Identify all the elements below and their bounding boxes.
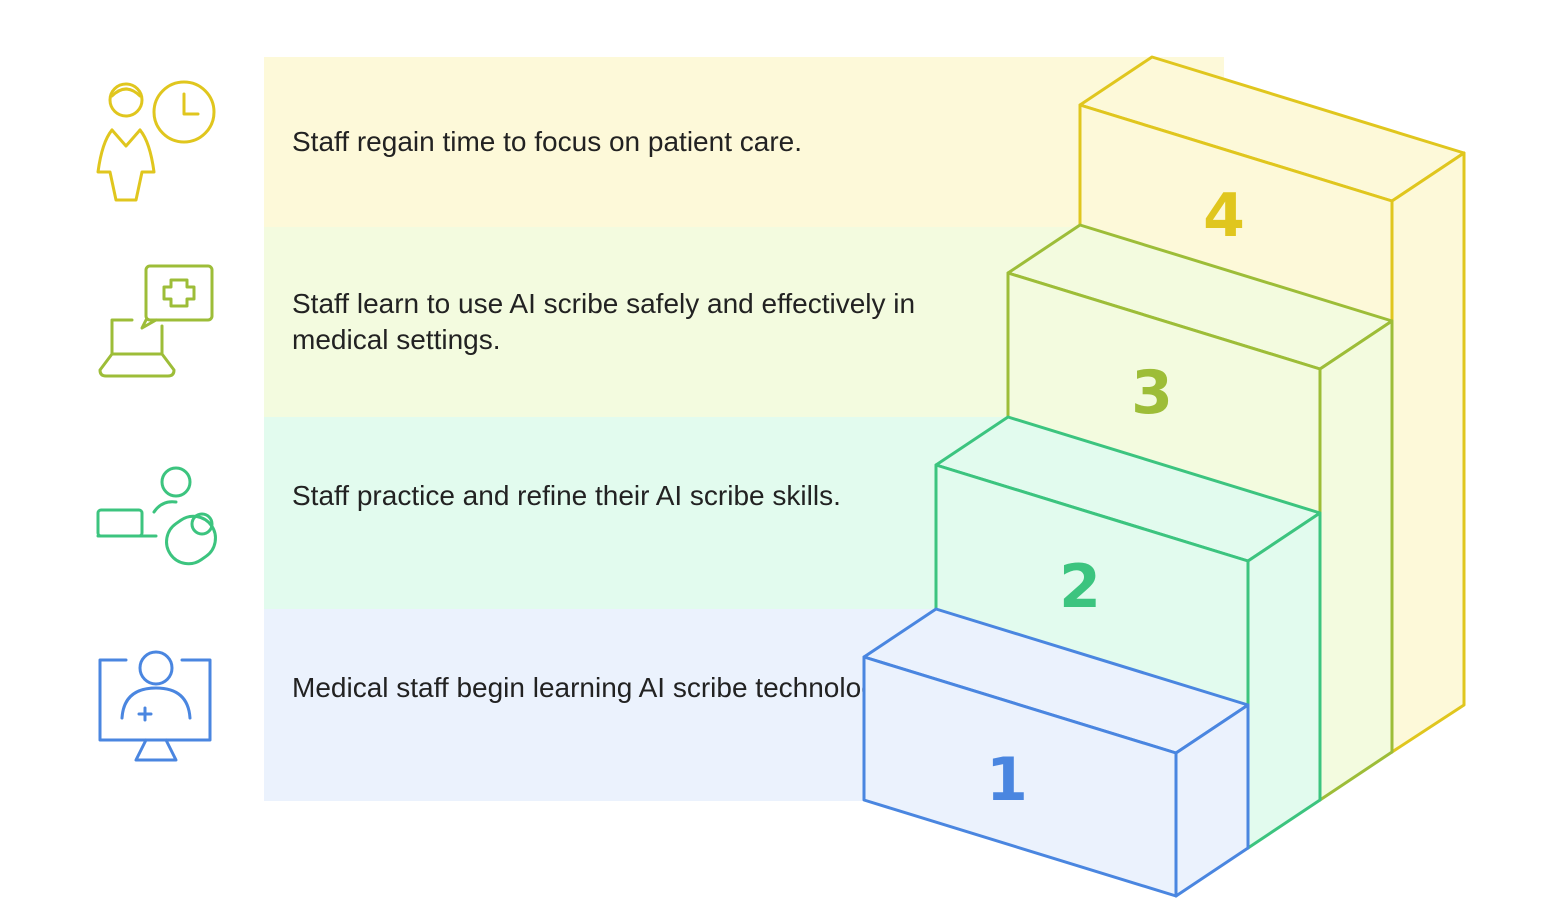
step-1-number: 1 [986, 745, 1028, 815]
step-2-number: 2 [1059, 552, 1101, 622]
step-3-text: Staff learn to use AI scribe safely and … [292, 288, 916, 355]
step-1-block: 1 [862, 607, 1250, 898]
step-3-band [264, 227, 1154, 417]
step-4-band [264, 57, 1224, 227]
step-4-number: 4 [1203, 181, 1245, 251]
step-4-text: Staff regain time to focus on patient ca… [292, 126, 803, 157]
step-2-text: Staff practice and refine their AI scrib… [292, 480, 841, 511]
step-3-number: 3 [1131, 358, 1173, 428]
nurse-clock-icon [96, 80, 216, 202]
laptop-user-icon [96, 466, 217, 566]
laptop-medical-chat-icon [98, 264, 214, 378]
monitor-user-icon [98, 650, 212, 762]
step-1-text: Medical staff begin learning AI scribe t… [292, 672, 897, 703]
